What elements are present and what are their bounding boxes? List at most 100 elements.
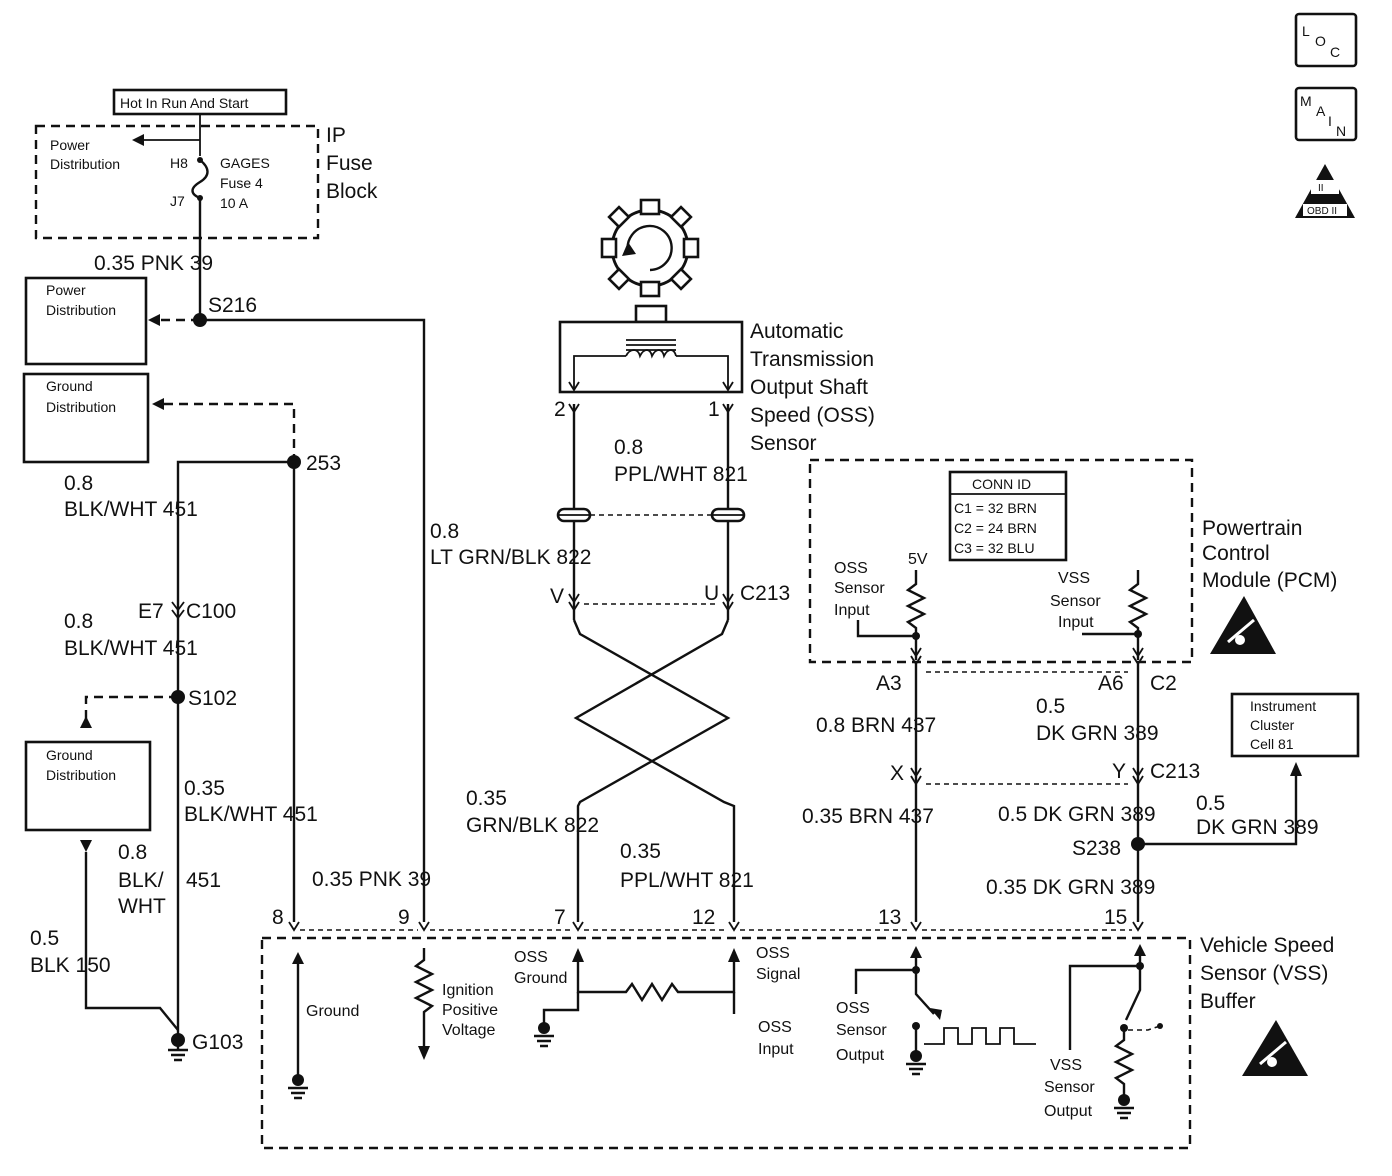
fuse-rating: 10 A xyxy=(220,195,249,211)
pcm-oss-input-3: Input xyxy=(834,602,870,619)
conn-id-c3: C3 = 32 BLU xyxy=(954,540,1035,556)
oss-input-1: OSS xyxy=(758,1019,792,1036)
arrow-down-icon xyxy=(80,840,92,852)
buffer-pin-12: 12 xyxy=(692,906,715,929)
s238-label: S238 xyxy=(1072,837,1121,860)
instrument-cluster-1: Instrument xyxy=(1250,698,1316,714)
ground-distribution-box-1[interactable] xyxy=(22,372,150,464)
vss-buffer-label-3: Buffer xyxy=(1200,990,1256,1013)
wire-437-b: 0.35 BRN 437 xyxy=(802,805,934,828)
ignition-1: Ignition xyxy=(442,982,494,999)
ip-fuse-block-label-3: Block xyxy=(326,180,378,203)
s216-label: S216 xyxy=(208,294,257,317)
arrow-left-icon xyxy=(132,134,144,146)
main-icon-a: A xyxy=(1316,103,1326,119)
obd-icon-top: II xyxy=(1318,183,1324,194)
ground-dist-1-label-1: Ground xyxy=(46,378,93,394)
conn-id-box xyxy=(948,470,1068,562)
pcm-vss-input-1: VSS xyxy=(1058,570,1090,587)
fuse-label: Fuse 4 xyxy=(220,175,263,191)
vss-output-1: VSS xyxy=(1050,1057,1082,1074)
wire-150[interactable] xyxy=(84,852,179,1031)
main-icon[interactable]: M A I N xyxy=(1294,86,1358,142)
s102-label: S102 xyxy=(188,687,237,710)
wire-451-d-3: WHT xyxy=(118,895,166,918)
oss-sensor-label-2: Transmission xyxy=(750,348,874,371)
buffer-pin-13: 13 xyxy=(878,906,901,929)
arrow-left-icon xyxy=(152,398,164,410)
buffer-pin-7: 7 xyxy=(554,906,566,929)
c213-a-v: V xyxy=(550,585,564,608)
wire-39-bottom-label: 0.35 PNK 39 xyxy=(312,868,431,891)
wire-437-a: 0.8 BRN 437 xyxy=(816,714,936,737)
hot-in-run-label: Hot In Run And Start xyxy=(120,95,249,111)
oss-sensor-label-1: Automatic xyxy=(750,320,843,343)
oss-sensor-body[interactable] xyxy=(558,320,744,394)
conn-id-c2: C2 = 24 BRN xyxy=(954,520,1037,536)
vss-buffer-label-1: Vehicle Speed xyxy=(1200,934,1334,957)
pcm-label-1: Powertrain xyxy=(1202,517,1302,540)
ground-dist-2-label-2: Distribution xyxy=(46,767,116,783)
oss-ground-1: OSS xyxy=(514,949,548,966)
arrow-left-icon xyxy=(148,314,160,326)
wire-821-a-2: PPL/WHT 821 xyxy=(614,463,748,486)
wire-389-b: 0.5 DK GRN 389 xyxy=(998,803,1156,826)
wire-821-b-2: PPL/WHT 821 xyxy=(620,869,754,892)
esd-warning-icon xyxy=(1242,1020,1308,1076)
pcm-outline[interactable] xyxy=(808,458,1194,664)
wire-822-twisted[interactable] xyxy=(572,619,731,922)
pcm-label-3: Module (PCM) xyxy=(1202,569,1337,592)
vss-output-2: Sensor xyxy=(1044,1079,1095,1096)
wire-822-b-1: 0.35 xyxy=(466,787,507,810)
wire-389-cluster[interactable] xyxy=(1138,770,1298,846)
buffer-pin-15: 15 xyxy=(1104,906,1127,929)
splice-253-label: 253 xyxy=(306,452,341,475)
instrument-cluster-box[interactable] xyxy=(1230,692,1360,758)
buffer-pin-9: 9 xyxy=(398,906,410,929)
ground-dist-2-label-1: Ground xyxy=(46,747,93,763)
wire-821-twisted[interactable] xyxy=(573,619,736,922)
ignition-resistor xyxy=(413,948,435,1048)
oss-output-2: Sensor xyxy=(836,1022,887,1039)
loc-icon-c: C xyxy=(1330,44,1340,60)
wire-39-bottom[interactable] xyxy=(200,318,426,922)
loc-icon[interactable]: L O C xyxy=(1294,12,1358,68)
ignition-3: Voltage xyxy=(442,1022,495,1039)
fuse-j7: J7 xyxy=(170,193,185,209)
wire-150-2: BLK 150 xyxy=(30,954,111,977)
main-icon-m: M xyxy=(1300,93,1312,109)
pcm-pin-a6: A6 xyxy=(1098,672,1124,695)
pcm-label-2: Control xyxy=(1202,542,1270,565)
pcm-5v: 5V xyxy=(908,551,928,568)
wire-451-main[interactable] xyxy=(176,460,294,1040)
wire-39-top-label: 0.35 PNK 39 xyxy=(94,252,213,275)
power-dist-label-2: Distribution xyxy=(46,302,116,318)
ground-distribution-box-2[interactable] xyxy=(24,740,152,832)
obd-ii-icon[interactable]: II OBD II xyxy=(1295,164,1355,218)
wire-389-d: 0.35 DK GRN 389 xyxy=(986,876,1155,899)
wire-822-a-1: 0.8 xyxy=(430,520,459,543)
wire-150-1: 0.5 xyxy=(30,927,59,950)
wire-389-c-1: 0.5 xyxy=(1196,792,1225,815)
ignition-2: Positive xyxy=(442,1002,498,1019)
pcm-oss-input-2: Sensor xyxy=(834,580,885,597)
power-dist-label-1: Power xyxy=(46,282,86,298)
c213-b-y: Y xyxy=(1112,760,1126,783)
oss-sensor-label-3: Output Shaft xyxy=(750,376,868,399)
oss-pin-2: 2 xyxy=(554,398,566,421)
pcm-vss-input-2: Sensor xyxy=(1050,593,1101,610)
vss-output-3: Output xyxy=(1044,1103,1093,1120)
power-distribution-box[interactable] xyxy=(24,276,148,366)
wire-451-d-num: 451 xyxy=(186,869,221,892)
wire-451-c-2: BLK/WHT 451 xyxy=(184,803,318,826)
arrow-up-icon xyxy=(1134,944,1146,956)
wire-451-c-1: 0.35 xyxy=(184,777,225,800)
wire-451-b-1: 0.8 xyxy=(64,610,93,633)
fuse-power-dist-2: Distribution xyxy=(50,156,120,172)
oss-output-3: Output xyxy=(836,1047,885,1064)
arrow-up-icon xyxy=(1290,762,1302,776)
oss-sensor-label-4: Speed (OSS) xyxy=(750,404,875,427)
c213-b-x: X xyxy=(890,762,904,785)
instrument-cluster-3: Cell 81 xyxy=(1250,736,1294,752)
ip-fuse-block-outline xyxy=(34,124,320,240)
